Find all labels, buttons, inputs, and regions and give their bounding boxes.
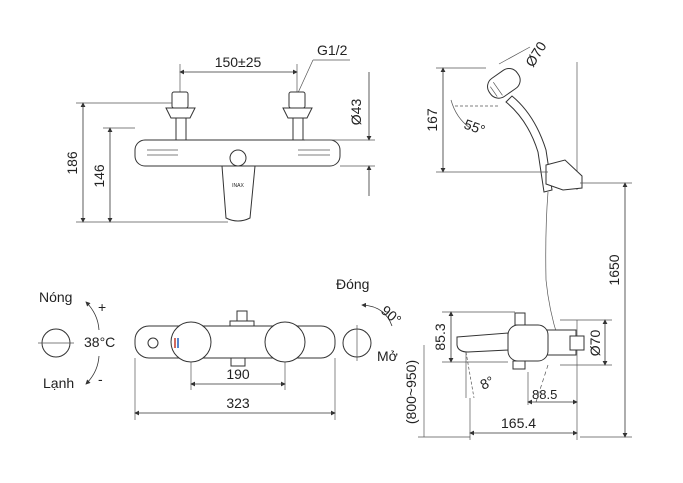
dim-body-dia-label: Ø70 <box>587 330 603 357</box>
dim-height-label: 167 <box>424 108 440 132</box>
brand-logo: INAX <box>232 183 244 189</box>
close-angle-label: 90° <box>378 302 405 328</box>
temperature-label: 38°C <box>84 334 115 350</box>
dim-rail-label: 1650 <box>606 254 622 285</box>
top-left-knob <box>170 321 212 363</box>
temperature-control: Nóng + 38°C Lạnh - <box>38 289 115 391</box>
dim-depth-b-label: 165.4 <box>501 415 536 431</box>
right-eccentric <box>292 117 304 141</box>
left-inlet-nut <box>171 91 189 109</box>
side-outlet <box>512 360 526 370</box>
close-label: Đóng <box>336 276 369 292</box>
top-button <box>147 337 159 349</box>
dim-depth-a-label: 88.5 <box>532 387 557 402</box>
flow-control: Đóng 90° Mở <box>336 276 405 364</box>
hot-sign: + <box>98 299 106 315</box>
side-inlet <box>514 312 526 326</box>
left-eccentric <box>175 117 187 141</box>
side-wall-plate <box>569 335 585 351</box>
top-view: 190 323 <box>134 310 336 420</box>
dim-angle-label: 55° <box>462 116 487 138</box>
dim-thread-label: G1/2 <box>317 42 348 58</box>
open-label: Mở <box>377 348 398 364</box>
dim-center-label: 190 <box>226 366 250 382</box>
dim-angle-label-side: 8° <box>478 373 497 393</box>
dim-diameter-label: Ø43 <box>348 99 364 126</box>
cold-label: Lạnh <box>43 375 74 391</box>
right-inlet-nut <box>288 91 306 109</box>
left-escutcheon <box>165 107 196 119</box>
shower-head <box>487 68 521 99</box>
shower-view: Ø70 167 55° <box>424 38 583 339</box>
side-view: Ø70 85.3 8° 88.5 165.4 1650 (800~950) <box>403 182 632 440</box>
dim-install-label: (800~950) <box>403 360 419 424</box>
spout <box>221 165 256 222</box>
right-escutcheon <box>282 107 313 119</box>
cold-sign: - <box>98 371 103 387</box>
shower-hose <box>545 191 559 339</box>
side-mixer-body <box>507 324 549 362</box>
shower-holder <box>545 159 583 191</box>
dim-height-total-label: 186 <box>64 151 80 175</box>
dim-width-label: 150±25 <box>215 54 262 70</box>
front-view: 150±25 G1/2 INAX Ø43 186 <box>64 42 375 223</box>
top-inlet <box>236 310 248 322</box>
dim-length-label: 323 <box>226 395 250 411</box>
hand-shower-handle <box>505 95 553 193</box>
hot-label: Nóng <box>39 289 72 305</box>
top-spout <box>230 357 246 367</box>
dim-height-body-label: 146 <box>91 164 107 188</box>
side-spout <box>456 332 509 353</box>
center-button <box>229 149 247 167</box>
top-right-knob <box>264 321 306 363</box>
dim-head-dia-label: Ø70 <box>522 38 550 69</box>
dim-spout-height-label: 85.3 <box>432 323 448 350</box>
